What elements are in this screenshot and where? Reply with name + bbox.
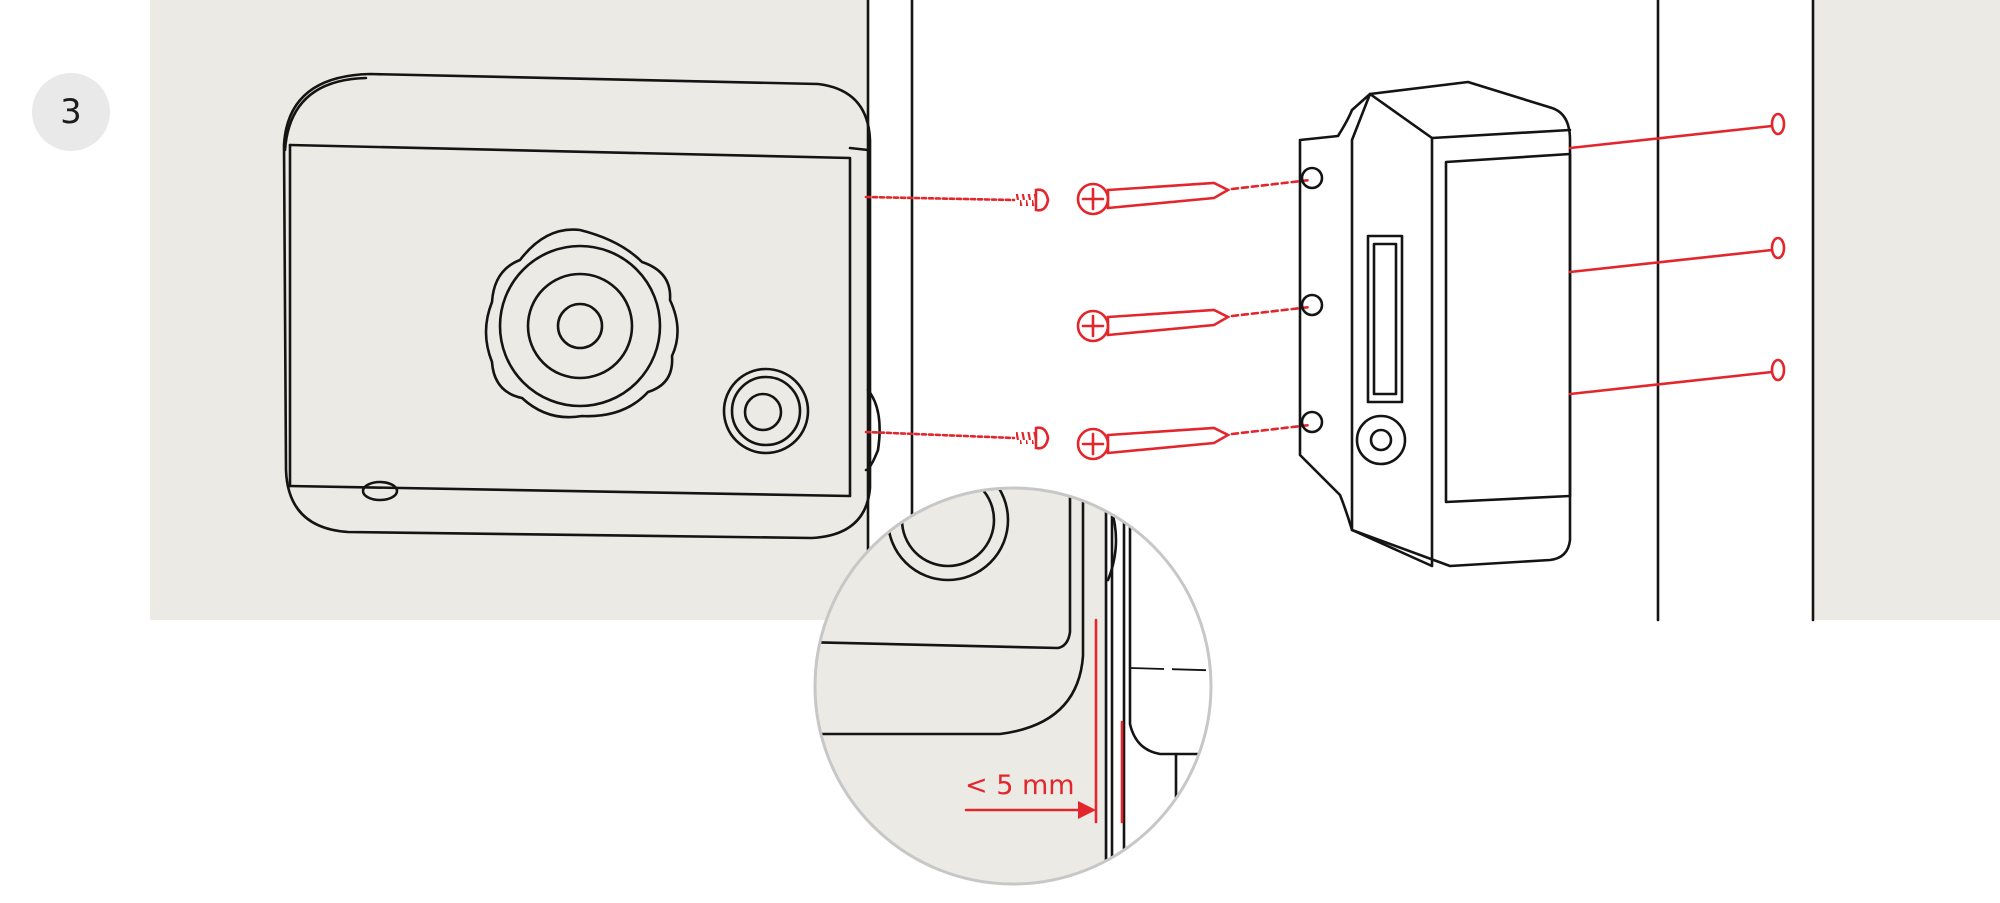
pilot-hole-icon (1770, 112, 1786, 136)
wood-screw-middle (1076, 305, 1312, 343)
button-icon (722, 367, 810, 455)
arrow-icon (1078, 801, 1096, 819)
lock-keyhole-icon (361, 480, 399, 502)
lock-body (282, 72, 881, 540)
machine-screw-bottom (864, 426, 1050, 450)
gap-measurement-label: < 5 mm (965, 770, 1075, 801)
machine-screw-top (864, 188, 1050, 212)
wood-screw-top (1076, 178, 1312, 216)
strike-alignment-lines (1568, 112, 1786, 396)
pilot-hole-icon (1770, 358, 1786, 382)
step-number-badge: 3 (32, 73, 110, 151)
step-number: 3 (60, 92, 82, 132)
door-strike (1298, 80, 1572, 568)
wood-screw-bottom (1076, 423, 1312, 461)
magnifier-detail: < 5 mm (813, 486, 1213, 886)
knob-icon (484, 228, 679, 419)
pilot-hole-icon (1770, 236, 1786, 260)
